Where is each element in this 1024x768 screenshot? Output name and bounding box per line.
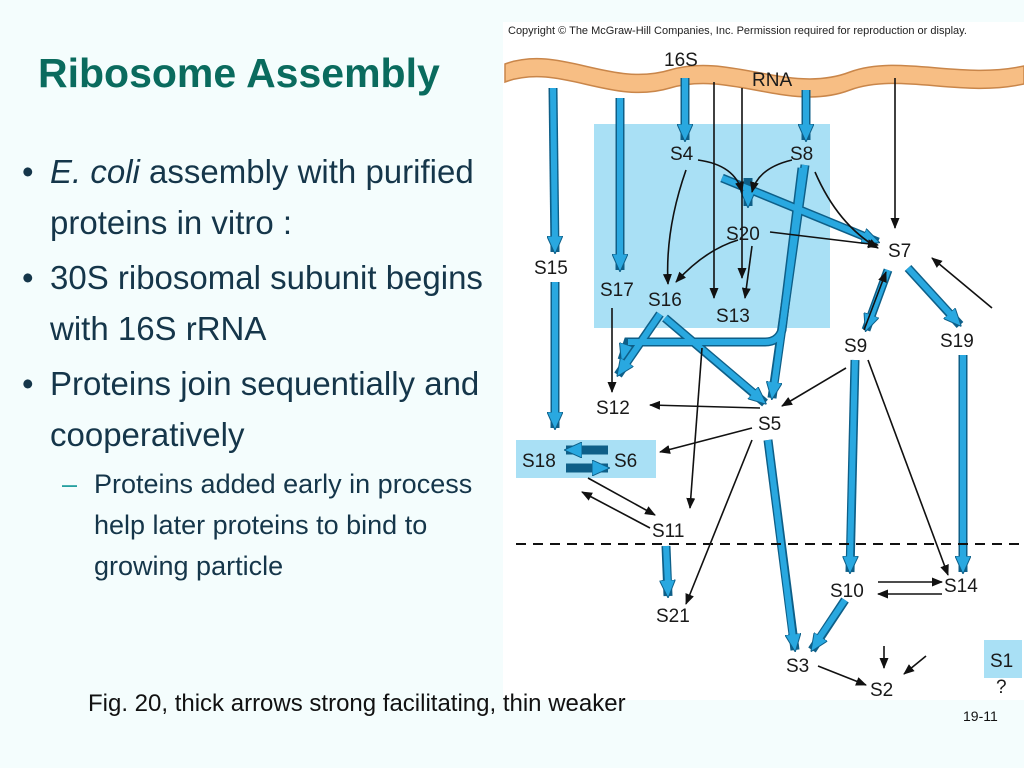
protein-s16: S16	[648, 290, 682, 311]
protein-s8: S8	[790, 144, 813, 165]
bullet-marker: •	[22, 153, 34, 190]
bullet-ecoli: • E. coli assembly with purified proteins…	[22, 146, 502, 248]
page-number: 19-11	[963, 708, 998, 724]
protein-s15: S15	[534, 258, 568, 279]
protein-s13: S13	[716, 306, 750, 327]
protein-s4: S4	[670, 144, 694, 165]
protein-s5: S5	[758, 414, 781, 435]
protein-s9: S9	[844, 336, 867, 357]
thick-arrows-fill	[550, 78, 966, 642]
protein-s1: S1	[990, 651, 1013, 672]
s1-box	[984, 640, 1022, 678]
slide-title: Ribosome Assembly	[38, 50, 440, 96]
protein-s11: S11	[652, 521, 684, 542]
sub-bullet: –Proteins added early in process help la…	[22, 464, 502, 587]
protein-s12: S12	[596, 398, 630, 419]
protein-s21: S21	[656, 606, 690, 627]
protein-s10: S10	[830, 581, 864, 602]
bullet-sequential-text: Proteins join sequentially and cooperati…	[50, 365, 480, 453]
bullet-30s: • 30S ribosomal subunit begins with 16S r…	[22, 252, 502, 354]
protein-s6: S6	[614, 451, 637, 472]
rna-label-rna: RNA	[752, 70, 792, 91]
bullet-marker: •	[22, 365, 34, 402]
bullet-list: • E. coli assembly with purified proteins…	[22, 146, 502, 587]
thin-arrows	[581, 78, 993, 686]
protein-s19: S19	[940, 331, 974, 352]
protein-s7: S7	[888, 241, 911, 262]
rna-label-16s: 16S	[664, 50, 698, 71]
bullet-sequential: • Proteins join sequentially and cooperat…	[22, 358, 502, 460]
diagram-labels: 16S RNA S15 S4 S8 S20 S7 S17 S16 S13 S9 …	[522, 50, 1013, 701]
figure-caption: Fig. 20, thick arrows strong facilitatin…	[88, 690, 626, 717]
bullet-ecoli-emphasis: E. coli	[50, 153, 140, 190]
sub-bullet-marker: –	[62, 469, 78, 499]
protein-s18: S18	[522, 451, 556, 472]
bullet-ecoli-text: assembly with purified proteins in vitro…	[50, 153, 474, 241]
bullet-marker: •	[22, 259, 34, 296]
protein-s3: S3	[786, 656, 809, 677]
s1-unknown-mark: ?	[996, 677, 1007, 698]
sub-bullet-text: Proteins added early in process help lat…	[94, 469, 473, 581]
protein-s20: S20	[726, 224, 760, 245]
protein-s17: S17	[600, 280, 634, 301]
protein-s2: S2	[870, 680, 893, 701]
bullet-30s-text: 30S ribosomal subunit begins with 16S rR…	[50, 259, 483, 347]
protein-s14: S14	[944, 576, 978, 597]
rna-strand	[504, 57, 1024, 98]
copyright-notice: Copyright © The McGraw-Hill Companies, I…	[508, 25, 967, 37]
